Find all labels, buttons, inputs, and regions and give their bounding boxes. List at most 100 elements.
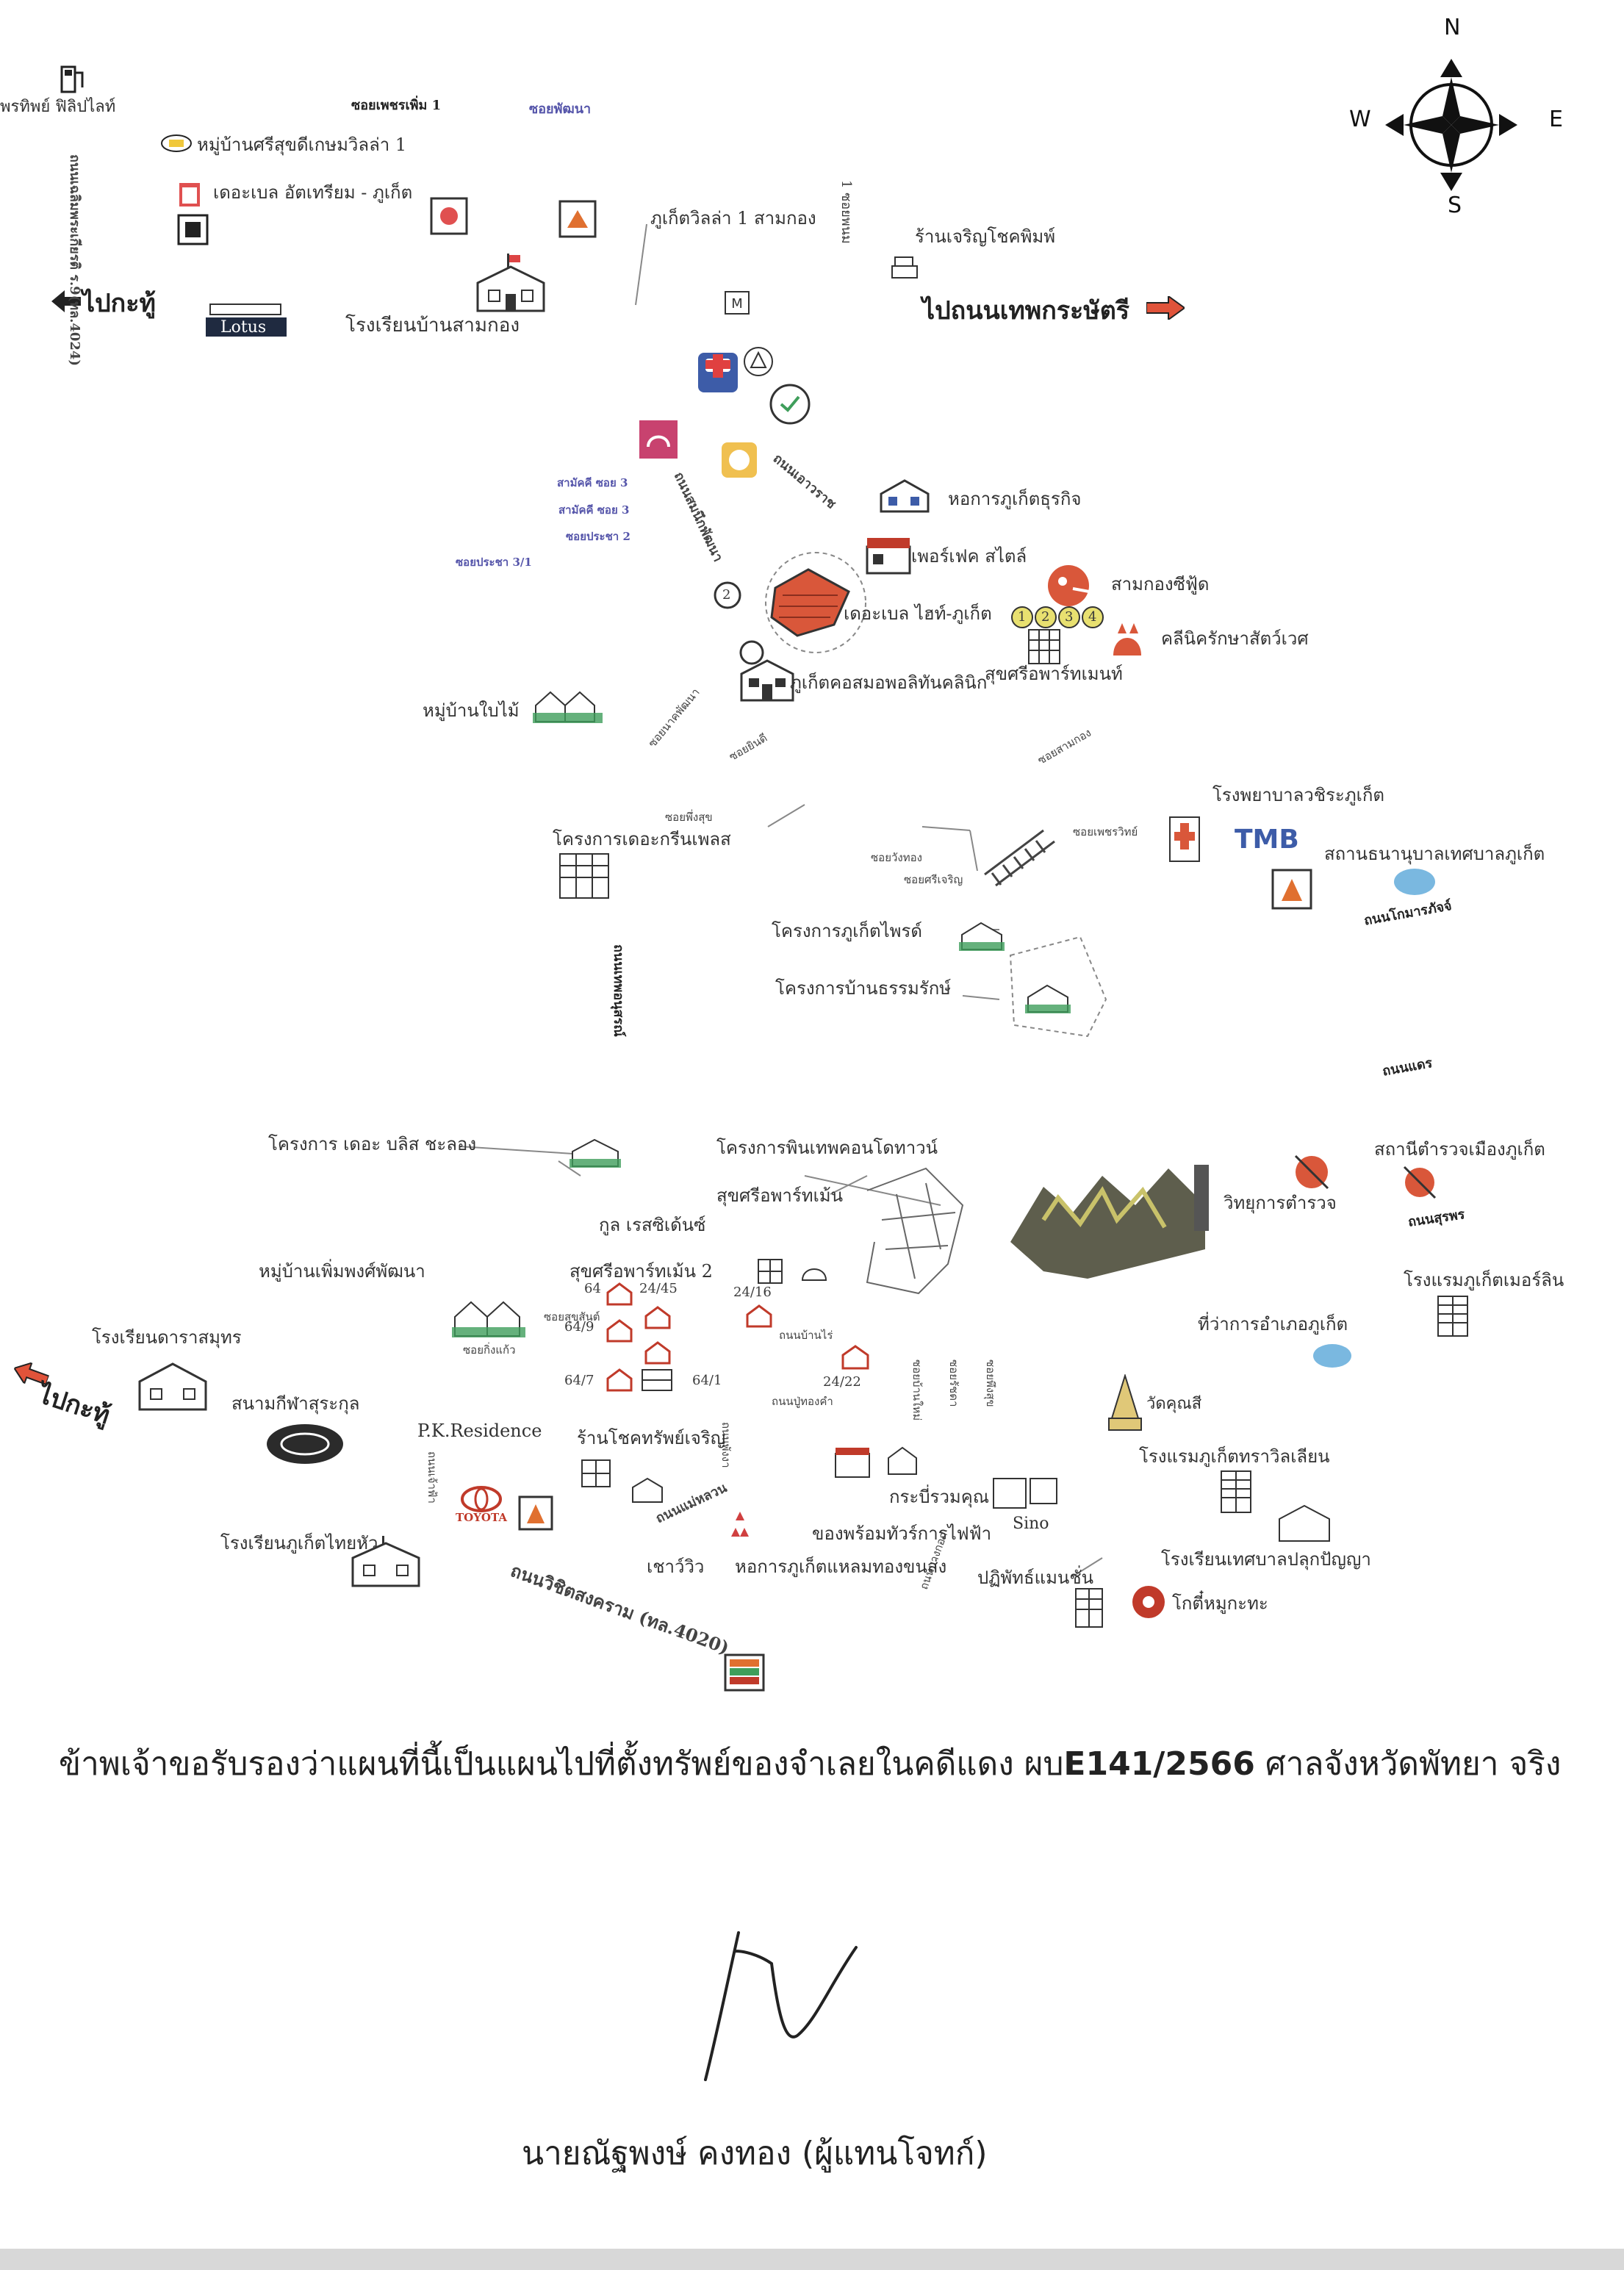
place-merlin-hotel: โรงแรมภูเก็ตเมอร์ลิน xyxy=(1404,1270,1564,1290)
place-jsvv: เชาว์วิว xyxy=(647,1556,705,1577)
temple-icon xyxy=(1108,1374,1142,1431)
bank-icon xyxy=(639,420,678,459)
seafood-icon xyxy=(1048,565,1090,606)
place-perfect-style: เพอร์เฟค สไตล์ xyxy=(911,546,1027,567)
place-rungroj-print: ร้านเจริญโชคพิมพ์ xyxy=(915,226,1056,247)
village-icon xyxy=(452,1301,525,1337)
road-soi-pakboon: ซอยพัฒนา xyxy=(529,101,592,117)
house-row-icon xyxy=(642,1369,672,1391)
police-radio-icon xyxy=(1294,1154,1329,1190)
school-icon xyxy=(476,254,545,312)
circle-2-icon xyxy=(714,581,741,609)
shop-icon xyxy=(866,538,911,575)
place-the-bell-atrium: เดอะเบล อัตเทรียม - ภูเก็ต xyxy=(213,182,413,203)
house-64-9: 64/9 xyxy=(564,1319,594,1335)
place-tmb: TMB xyxy=(1235,825,1299,855)
arrow-west-icon xyxy=(51,290,81,312)
place-toyota: TOYOTA xyxy=(456,1511,507,1524)
house-icon xyxy=(606,1282,633,1306)
gas-station-icon xyxy=(60,65,84,93)
place-trang-tour: ของพร้อมทัวร์การไฟฟ้า xyxy=(812,1523,992,1544)
place-ban-thammarak: โครงการบ้านธรรมรักษ์ xyxy=(775,978,952,999)
dome-icon xyxy=(801,1268,827,1281)
place-phuket-orchid: โรงแรมภูเก็ตทราวิลเลียน xyxy=(1139,1446,1330,1467)
road-soi-m: ซอยรัชดา xyxy=(947,1360,960,1407)
school-icon xyxy=(138,1362,207,1411)
marker-2: 2 xyxy=(1041,609,1050,625)
place-phuket-prime: โครงการภูเก็ตไพรด์ xyxy=(772,921,922,941)
apartment-icon xyxy=(179,183,200,206)
place-ptt: พรทิพย์ ฟิลิปไลท์ xyxy=(0,98,116,116)
place-phuket-polyclinic: ภูเก็ตคอสมอพอลิทันคลินิก xyxy=(790,672,988,693)
hotel-building-icon xyxy=(1221,1470,1251,1513)
compass-north: N xyxy=(1444,15,1461,40)
condo-building-icon xyxy=(559,853,609,899)
district-office-icon xyxy=(1313,1344,1351,1368)
clinic-building-icon xyxy=(740,659,794,702)
house-icon xyxy=(841,1345,869,1370)
place-samkong-seafood: สามกองซีฟู้ด xyxy=(1111,574,1210,595)
road-soi-f: ซอยศรีเจริญ xyxy=(904,873,963,886)
house-icon xyxy=(644,1341,671,1365)
property-location-map: N S W E xyxy=(0,15,1564,1692)
road-soi-1: 1 ซอยพนม xyxy=(838,180,854,244)
to-kathu-label-top: ไปกะทู้ xyxy=(82,289,156,318)
house-64-7: 64/7 xyxy=(564,1373,594,1388)
road-chalerm-phrakiat: ถนนเฉลิมพระเกียรติ ร.9(ทล.4024) xyxy=(67,154,82,366)
house-64: 64 xyxy=(584,1281,601,1296)
certification-suffix: ศาลจังหวัดพัทยา จริง xyxy=(1254,1745,1562,1783)
place-phinthep-condo: โครงการพินเทพคอนโดทาวน์ xyxy=(716,1138,938,1158)
triangle-sign-icon xyxy=(744,347,773,376)
mitsubishi-logo-icon xyxy=(731,1512,749,1537)
village-icon xyxy=(570,1138,621,1168)
building-icon xyxy=(888,1446,917,1475)
road-thanon-vertical: ถนนเทพอนุสรณ์ xyxy=(611,944,626,1037)
compass-south: S xyxy=(1448,193,1462,218)
place-school-samkong: โรงเรียนบ้านสามกอง xyxy=(345,315,520,337)
road-sub-soi-4: ซอยประชา 3/1 xyxy=(456,556,532,569)
road-soi-j: ถนนบ้านไร่ xyxy=(779,1329,833,1342)
road-soi-h: ซอยสุขสันต์ xyxy=(544,1310,600,1323)
printer-icon xyxy=(891,256,918,279)
road-soi-g: ซอยเพชรวิทย์ xyxy=(1073,825,1138,838)
apartment-icon xyxy=(758,1259,783,1284)
place-pk-residence: P.K.Residence xyxy=(417,1420,542,1441)
place-police-radio: วิทยุการตำรวจ xyxy=(1224,1193,1337,1213)
to-thepkrasattri-label: ไปถนนเทพกระษัตรี xyxy=(922,296,1130,326)
cat-vet-icon xyxy=(1113,623,1141,656)
place-school-darasamut: โรงเรียนดาราสมุทร xyxy=(92,1327,242,1348)
market-icon xyxy=(880,479,930,513)
house-icon xyxy=(644,1306,671,1329)
place-vet-clinic: คลีนิครักษาสัตว์เวศ xyxy=(1161,628,1309,649)
house-24-16: 24/16 xyxy=(733,1285,772,1300)
place-ko-moo-hong: โกตี๋หมูกะทะ xyxy=(1172,1593,1268,1614)
m-sign-icon: M xyxy=(725,291,750,315)
road-soi-k: ถนนปู่ทองคำ xyxy=(772,1395,833,1408)
stadium-icon xyxy=(1394,869,1435,895)
lotus-store-icon xyxy=(206,303,287,337)
numbered-markers xyxy=(1011,606,1104,628)
hotel-building-icon xyxy=(1437,1296,1468,1337)
place-school-municipal: โรงเรียนเทศบาลปลุกปัญญา xyxy=(1161,1549,1371,1570)
shop-icon xyxy=(835,1448,870,1478)
building-icon xyxy=(993,1478,1057,1509)
convenience-store-icon xyxy=(724,1653,765,1692)
road-soi-l: ซอยบ้านใหม่ xyxy=(910,1360,924,1421)
building-icon xyxy=(558,200,597,238)
school-icon xyxy=(1279,1504,1330,1542)
road-sub-soi-3: ซอยประชา 2 xyxy=(566,530,630,543)
arrow-east-icon xyxy=(1146,296,1185,320)
house-village-icon xyxy=(161,134,192,152)
place-moo-ban-permpong: หมู่บ้านเพิ่มพงศ์พัฒนา xyxy=(259,1261,425,1282)
building-icon xyxy=(632,1477,663,1503)
compass-west: W xyxy=(1349,107,1371,132)
circle-2-label: 2 xyxy=(722,587,731,603)
house-icon xyxy=(606,1368,633,1392)
compass-rose-icon xyxy=(1385,59,1517,191)
toyota-logo-icon xyxy=(461,1486,502,1512)
marker-1: 1 xyxy=(1018,609,1027,625)
circle-3-icon xyxy=(739,640,764,665)
compass-east: E xyxy=(1549,107,1563,132)
place-lotus: Lotus xyxy=(220,318,267,337)
certification-statement: ข้าพเจ้าขอรับรองว่าแผนที่นี้เป็นแผนไปที่… xyxy=(59,1738,1573,1789)
